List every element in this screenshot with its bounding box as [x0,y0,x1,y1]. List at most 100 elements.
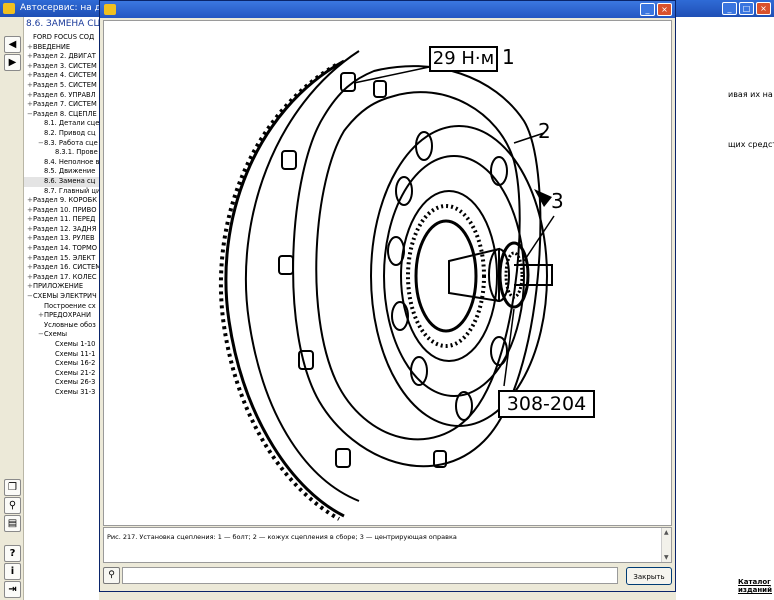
tree-toggle-icon[interactable]: + [27,224,33,233]
tree-toggle-icon[interactable]: + [27,196,33,205]
tree-item-label: Раздел 9. КОРОБК [33,196,97,205]
tree-item[interactable]: Условные обоз [24,321,99,331]
tree-item[interactable]: +Раздел 2. ДВИГАТ [24,52,99,62]
tree-toggle-icon[interactable]: − [27,292,33,301]
tree-item-label: ПРЕДОХРАНИ [44,311,91,320]
tree-toggle-icon[interactable]: + [27,100,33,109]
tree-toggle-icon[interactable]: + [38,311,44,320]
tree-item[interactable]: Построение сх [24,302,99,312]
tree-toggle-icon[interactable]: + [27,272,33,281]
tree-item[interactable]: +Раздел 14. ТОРМО [24,244,99,254]
tree-item[interactable]: +Раздел 7. СИСТЕМ [24,100,99,110]
print-icon[interactable]: ▤ [4,515,21,532]
tree-item[interactable]: 8.2. Привод сц [24,129,99,139]
dialog-input-field[interactable] [122,567,618,584]
tool-label-box [498,390,595,418]
tree-item[interactable]: 8.6. Замена сц [24,176,99,187]
tree-item-label: 8.4. Неполное в [44,157,100,166]
tree-toggle-icon[interactable]: − [38,330,44,339]
tree-item[interactable]: +Раздел 6. УПРАВЛ [24,91,99,101]
tree-item[interactable]: +Раздел 13. РУЛЕВ [24,234,99,244]
tree-item[interactable]: Схемы 21-2 [24,369,99,379]
tree-toggle-icon[interactable]: − [38,138,44,147]
tree-item[interactable]: +Раздел 15. ЭЛЕКТ [24,254,99,264]
tree-toggle-icon[interactable]: + [27,282,33,291]
tree-toggle-icon[interactable]: + [27,80,33,89]
help-icon[interactable]: ? [4,545,21,562]
main-window-title: Автосервис: на дом [20,3,114,13]
tree-item-label: ВВЕДЕНИЕ [33,42,71,51]
tree-toggle-icon[interactable]: + [27,215,33,224]
tree-item[interactable]: Схемы 16-2 [24,359,99,369]
scroll-up-icon[interactable]: ▲ [664,529,669,536]
zoom-search-button[interactable]: ⚲ [103,567,120,584]
tree-item[interactable]: +Раздел 4. СИСТЕМ [24,71,99,81]
tree-item[interactable]: FORD FOCUS СОД [24,33,99,43]
tree-item[interactable]: +Раздел 5. СИСТЕМ [24,81,99,91]
tree-item-label: Схемы 16-2 [55,359,96,368]
info-icon[interactable]: i [4,563,21,580]
tree-item[interactable]: 8.5. Движение [24,167,99,177]
tree-toggle-icon[interactable]: + [27,263,33,272]
main-maximize-button[interactable]: □ [739,2,754,15]
tree-item-label: Раздел 17. КОЛЕС [33,272,97,281]
back-arrow-icon[interactable]: ◀ [4,36,21,53]
tree-toggle-icon[interactable]: + [27,234,33,243]
tree-toggle-icon[interactable]: + [27,42,33,51]
tree-item[interactable]: −Раздел 8. СЦЕПЛЕ [24,110,99,120]
tree-item[interactable]: 8.7. Главный ци [24,187,99,197]
scroll-down-icon[interactable]: ▼ [664,554,669,561]
tree-item[interactable]: +Раздел 10. ПРИВО [24,206,99,216]
dialog-app-icon [104,4,116,15]
tree-item[interactable]: +Раздел 16. СИСТЕМ [24,263,99,273]
tree-item-label: СХЕМЫ ЭЛЕКТРИЧ [33,292,97,301]
tree-item[interactable]: +ВВЕДЕНИЕ [24,43,99,53]
dialog-minimize-button[interactable]: _ [640,3,655,16]
tree-item[interactable]: 8.3.1. Прове [24,148,99,158]
dialog-close-x-button[interactable]: × [657,3,672,16]
tree-item[interactable]: −СХЕМЫ ЭЛЕКТРИЧ [24,292,99,302]
main-close-x-button[interactable]: × [756,2,771,15]
tree-item-label: Построение сх [44,301,96,310]
tree-item[interactable]: +Раздел 3. СИСТЕМ [24,62,99,72]
tree-item[interactable]: Схемы 1-10 [24,340,99,350]
torque-label: 29 Н·м [432,48,495,69]
exit-icon[interactable]: ⇥ [4,581,21,598]
article-text-area: ивая их на 2 щих средств и [674,17,774,600]
tree-item[interactable]: +Раздел 17. КОЛЕС [24,273,99,283]
tree-toggle-icon[interactable]: + [27,253,33,262]
tree-item[interactable]: +ПРЕДОХРАНИ [24,311,99,321]
tree-item-label: Условные обоз [44,320,96,329]
tree-item-label: Схемы [44,330,68,339]
search-icon[interactable]: ⚲ [4,497,21,514]
tree-toggle-icon[interactable]: + [27,205,33,214]
tree-toggle-icon[interactable]: + [27,244,33,253]
forward-arrow-icon[interactable]: ▶ [4,54,21,71]
tree-item[interactable]: Схемы 26-3 [24,378,99,388]
dialog-titlebar[interactable]: _ × [100,1,675,18]
tree-item[interactable]: Схемы 31-3 [24,388,99,398]
tree-toggle-icon[interactable]: + [27,90,33,99]
tree-item[interactable]: +ПРИЛОЖЕНИЕ [24,282,99,292]
tree-item[interactable]: +Раздел 11. ПЕРЕД [24,215,99,225]
tree-item-label: Раздел 5. СИСТЕМ [33,80,97,89]
tree-item[interactable]: Схемы 11-1 [24,350,99,360]
tree-item[interactable]: −Схемы [24,330,99,340]
tree-toggle-icon[interactable]: + [27,61,33,70]
tree-item[interactable]: +Раздел 12. ЗАДНЯ [24,225,99,235]
tree-item[interactable]: 8.1. Детали сце [24,119,99,129]
caption-scrollbar[interactable]: ▲ ▼ [661,528,671,562]
tree-item[interactable]: 8.4. Неполное в [24,158,99,168]
main-minimize-button[interactable]: _ [722,2,737,15]
close-button[interactable]: Закрыть [626,567,672,585]
tree-toggle-icon[interactable]: + [27,52,33,61]
tree-toggle-icon[interactable]: − [27,109,33,118]
copy-icon[interactable]: ❐ [4,479,21,496]
tree-item[interactable]: +Раздел 9. КОРОБК [24,196,99,206]
tree-item-label: Схемы 26-3 [55,378,96,387]
tree-item[interactable]: −8.3. Работа сце [24,139,99,149]
tree-toggle-icon[interactable]: + [27,71,33,80]
catalog-link[interactable]: Каталог изданий [738,578,772,594]
tree-item-label: Раздел 2. ДВИГАТ [33,52,96,61]
tree-item-label: Раздел 6. УПРАВЛ [33,90,96,99]
